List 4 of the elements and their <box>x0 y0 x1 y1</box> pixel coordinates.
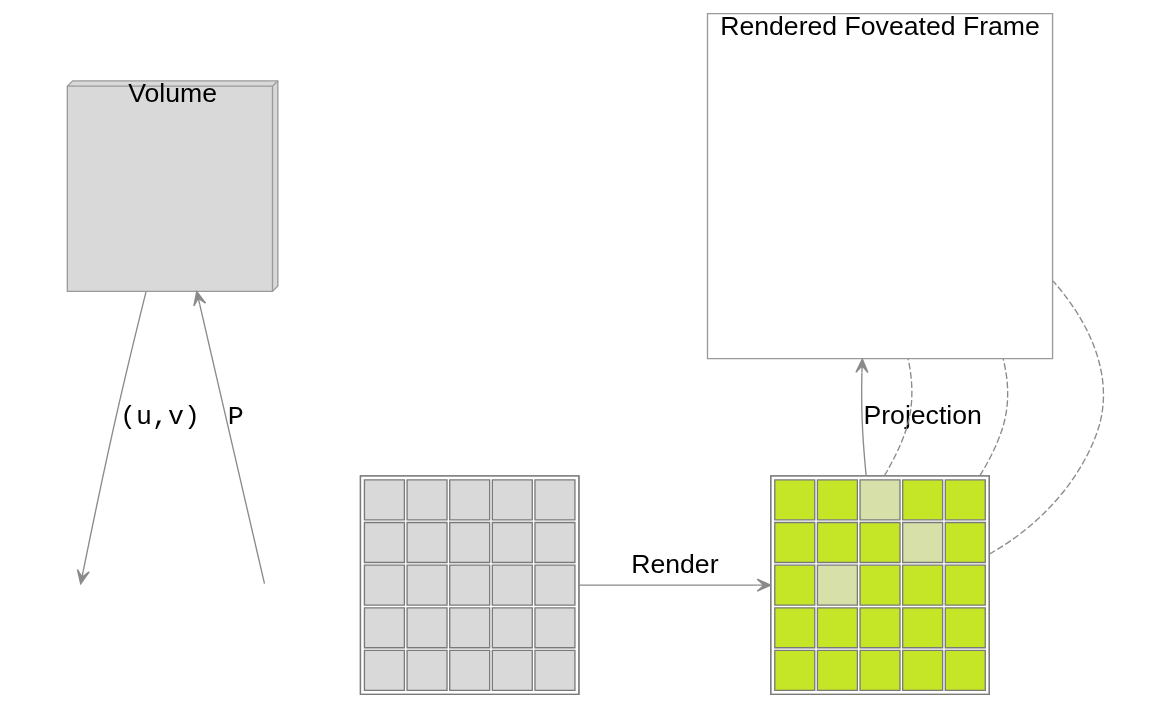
edge-label: Render <box>631 549 719 580</box>
edge-label: P <box>227 401 244 432</box>
edge-label: (u,v) <box>119 401 200 432</box>
edge-label: Projection <box>863 399 982 430</box>
